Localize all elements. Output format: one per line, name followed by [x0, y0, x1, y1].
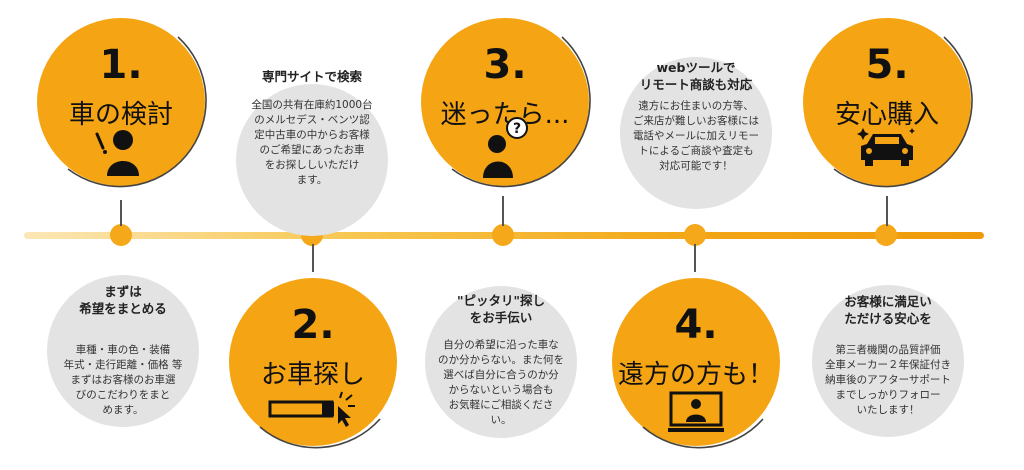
note-2-circle: 全国の共有在庫約1000台 のメルセデス・ベンツ認 定中古車の中からお客様 のご…	[236, 84, 388, 236]
note-1-line-4: びのこだわりをまと	[75, 389, 171, 401]
note-4-circle: 遠方にお住まいの方等、 ご来店が難しいお客様には 電話やメールに加えリモー トに…	[620, 57, 772, 209]
note-1-heading: まずは 希望をまとめる	[63, 283, 183, 317]
search-bar-click-icon	[268, 391, 355, 427]
note-5-body: 第三者機関の品質評価 全車メーカー２年保証付き 納車後のアフターサポート までし…	[818, 343, 958, 418]
note-2-line-3: 定中古車の中からお客様	[254, 129, 370, 141]
sparkling-car-icon	[857, 128, 915, 166]
note-1-heading-line-1: まずは	[104, 284, 142, 299]
video-call-monitor-icon	[668, 391, 724, 432]
note-4-body: 遠方にお住まいの方等、 ご来店が難しいお客様には 電話やメールに加えリモー トに…	[630, 99, 762, 174]
note-3-heading-line-2: をお手伝い	[469, 310, 533, 325]
step-2-circle: 2. お車探し	[229, 278, 397, 449]
note-4-heading-line-2: リモート商談も対応	[639, 77, 753, 92]
note-2-line-6: ます。	[296, 174, 328, 186]
note-4-line-1: 遠方にお住まいの方等、	[638, 100, 754, 112]
note-5-line-2: 全車メーカー２年保証付き	[825, 359, 951, 371]
note-2-line-4: のご希望にあったお車	[259, 144, 365, 156]
step-1-title: 車の検討	[68, 100, 173, 130]
note-2-line-2: のメルセデス・ベンツ認	[254, 114, 370, 126]
note-4-line-5: 対応可能です！	[659, 160, 733, 172]
note-5-line-1: 第三者機関の品質評価	[835, 344, 941, 356]
note-3-heading-line-1: "ピッタリ"探し	[456, 293, 546, 308]
svg-text:?: ?	[513, 121, 521, 137]
note-5-circle: 第三者機関の品質評価 全車メーカー２年保証付き 納車後のアフターサポート までし…	[812, 285, 964, 437]
note-1-line-5: めます。	[102, 404, 144, 416]
timeline-dot-5	[875, 224, 897, 246]
step-2-arc	[259, 418, 381, 449]
connector-3	[502, 196, 504, 226]
step-2-number: 2.	[291, 302, 335, 348]
step-4-title: 遠方の方も！	[617, 360, 774, 390]
timeline-dot-1	[110, 224, 132, 246]
note-1-heading-line-2: 希望をまとめる	[79, 301, 167, 316]
connector-5	[886, 196, 888, 226]
note-3-line-1: 自分の希望に沿った車な	[443, 339, 559, 351]
note-2-heading: 専門サイトで検索	[247, 68, 377, 85]
connector-1	[120, 200, 122, 226]
note-1-body: 車種・車の色・装備 年式・走行距離・価格 等 まずはお客様のお車選 びのこだわり…	[61, 343, 185, 418]
step-1-arc	[67, 36, 207, 188]
note-2-heading-line-1: 専門サイトで検索	[261, 69, 362, 84]
connector-4	[694, 244, 696, 272]
connector-2	[312, 244, 314, 272]
note-3-line-5: お気軽にご相談くださ	[448, 399, 554, 411]
note-3-line-6: い。	[490, 414, 512, 426]
note-3-circle: 自分の希望に沿った車な のか分からない。また何を 選べば自分に合うのか分 からな…	[425, 286, 577, 438]
note-4-line-2: ご来店が難しいお客様には	[633, 115, 759, 127]
step-5-arc	[833, 36, 973, 188]
step-3-number: 3.	[483, 42, 527, 88]
step-3-circle: 3. 迷ったら... ?	[421, 18, 591, 188]
note-2-line-1: 全国の共有在庫約1000台	[251, 99, 373, 111]
note-1-circle: 車種・車の色・装備 年式・走行距離・価格 等 まずはお客様のお車選 びのこだわり…	[47, 275, 199, 427]
step-5-circle: 5. 安心購入	[803, 18, 973, 188]
person-question-icon: ?	[483, 117, 528, 178]
note-2-body: 全国の共有在庫約1000台 のメルセデス・ベンツ認 定中古車の中からお客様 のご…	[250, 98, 374, 188]
note-5-line-4: までしっかりフォロー	[835, 389, 941, 401]
note-4-line-4: トによるご商談や査定も	[638, 145, 754, 157]
note-4-heading: webツールで リモート商談も対応	[626, 59, 766, 93]
step-2-title: お車探し	[260, 360, 365, 390]
note-5-heading-line-1: お客様に満足い	[844, 294, 932, 309]
note-5-heading-line-2: ただける安心を	[844, 311, 932, 326]
note-3-line-4: からないという場合も	[448, 384, 554, 396]
timeline-dot-4	[684, 224, 706, 246]
note-5-line-3: 納車後のアフターサポート	[825, 374, 951, 386]
note-5-line-5: いたします！	[856, 404, 920, 416]
note-5-heading: お客様に満足い ただける安心を	[828, 293, 948, 327]
note-4-heading-line-1: webツールで	[656, 60, 736, 75]
step-3-arc	[451, 36, 591, 188]
note-1-line-3: まずはお客様のお車選	[70, 374, 176, 386]
step-1-circle: 1. 車の検討	[37, 18, 207, 188]
step-5-title: 安心購入	[834, 100, 939, 130]
person-thinking-exclamation-icon	[95, 130, 139, 176]
note-1-line-1: 車種・車の色・装備	[75, 344, 171, 356]
note-1-line-2: 年式・走行距離・価格 等	[63, 359, 183, 371]
step-4-circle: 4. 遠方の方も！	[612, 278, 780, 449]
step-5-number: 5.	[865, 42, 909, 88]
note-2-line-5: をお探ししいただけ	[264, 159, 360, 171]
step-1-number: 1.	[99, 42, 143, 88]
note-3-body: 自分の希望に沿った車な のか分からない。また何を 選べば自分に合うのか分 からな…	[435, 338, 567, 428]
step-4-number: 4.	[674, 302, 718, 348]
note-3-line-2: のか分からない。また何を	[438, 354, 564, 366]
timeline-dot-3	[492, 224, 514, 246]
step-4-arc	[642, 418, 764, 449]
note-3-heading: "ピッタリ"探し をお手伝い	[441, 292, 561, 326]
note-3-line-3: 選べば自分に合うのか分	[443, 369, 559, 381]
step-3-title: 迷ったら...	[440, 100, 570, 130]
note-4-line-3: 電話やメールに加えリモー	[633, 130, 759, 142]
